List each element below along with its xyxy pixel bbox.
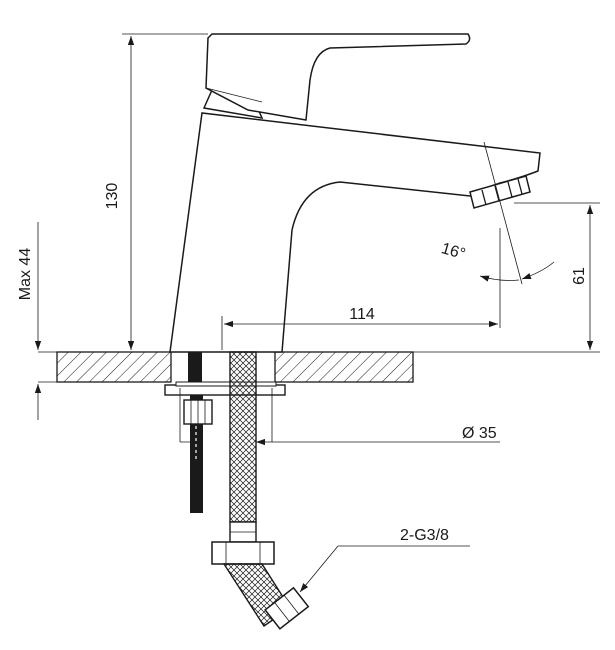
diameter-leader: Ø 35 <box>179 388 500 446</box>
height-label: 130 <box>104 183 121 210</box>
connection-leader: 2-G3/8 <box>299 527 470 593</box>
braided-hose <box>211 351 310 630</box>
angle-dimension: 16° <box>439 141 555 285</box>
deck-thickness-label: Max 44 <box>17 248 34 301</box>
spout-height-dimension: 61 <box>514 202 600 350</box>
height-dimension: 130 <box>104 33 208 350</box>
faucet-body <box>169 33 541 353</box>
countertop-section <box>38 351 600 383</box>
diameter-label: Ø 35 <box>462 425 497 442</box>
connection-label: 2-G3/8 <box>400 527 449 544</box>
angle-label: 16° <box>439 240 467 263</box>
reach-label: 114 <box>349 306 375 323</box>
deck-thickness-dimension: Max 44 <box>17 222 42 420</box>
reach-dimension: 114 <box>221 228 501 350</box>
spout-height-label: 61 <box>571 267 588 285</box>
mounting-hardware <box>164 352 286 513</box>
